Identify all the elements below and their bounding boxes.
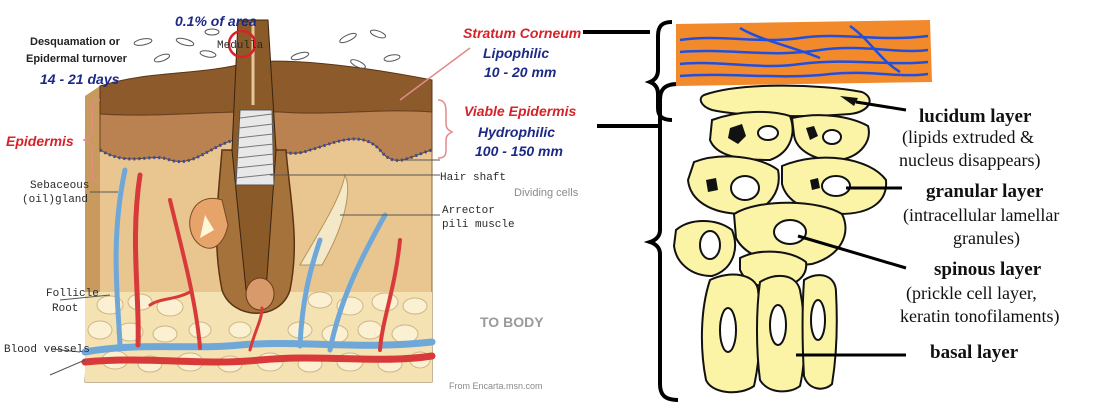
granular-cell-1 bbox=[710, 112, 793, 160]
granular-layer-desc-2: granules) bbox=[953, 228, 1020, 249]
to-body-label: TO BODY bbox=[480, 314, 544, 330]
basal-layer-name: basal layer bbox=[930, 342, 1019, 363]
stratum-corneum-thickness: 10 - 20 mm bbox=[484, 64, 556, 80]
granular-layer-name: granular layer bbox=[926, 181, 1044, 202]
lucidum-layer-desc-2: nucleus disappears) bbox=[899, 150, 1040, 171]
turnover-days: 14 - 21 days bbox=[40, 71, 120, 87]
arrector-label-line1: Arrector bbox=[442, 205, 495, 217]
granular-layer-desc-1: (intracellular lamellar bbox=[903, 205, 1059, 226]
medulla-label: Medulla bbox=[217, 40, 264, 52]
blood-vessels-label: Blood vessels bbox=[4, 344, 90, 356]
root-label: Root bbox=[52, 303, 78, 315]
arrector-label-line2: pili muscle bbox=[442, 219, 515, 231]
stratum-corneum-property: Lipophilic bbox=[483, 45, 549, 61]
spinous-layer-desc-2: keratin tonofilaments) bbox=[900, 306, 1059, 327]
sebaceous-label-line2: (oil)gland bbox=[22, 194, 88, 206]
follicle-label: Follicle bbox=[46, 288, 99, 300]
lucidum-layer-name: lucidum layer bbox=[919, 106, 1032, 127]
epidermis-layers-diagram: lucidum layer (lipids extruded & nucleus… bbox=[583, 20, 1059, 400]
lucidum-layer-desc-1: (lipids extruded & bbox=[902, 127, 1034, 148]
viable-epidermis-title: Viable Epidermis bbox=[464, 103, 577, 119]
hair-bulb bbox=[246, 278, 274, 310]
lucidum-cell bbox=[701, 86, 870, 116]
spinous-layer-desc-1: (prickle cell layer, bbox=[906, 283, 1037, 304]
area-label: 0.1% of area bbox=[175, 13, 257, 29]
desquamation-line1: Desquamation or bbox=[30, 36, 121, 48]
source-credit: From Encarta.msn.com bbox=[449, 381, 543, 391]
sebaceous-label-line1: Sebaceous bbox=[30, 180, 89, 192]
dividing-cells-label: Dividing cells bbox=[514, 187, 579, 199]
stratum-corneum-pointer bbox=[400, 48, 470, 100]
viable-epidermis-thickness: 100 - 150 mm bbox=[475, 143, 563, 159]
epidermis-label: Epidermis bbox=[6, 133, 74, 149]
desquamation-line2: Epidermal turnover bbox=[26, 53, 128, 65]
spinous-layer-name: spinous layer bbox=[934, 259, 1042, 280]
hair-shaft-label: Hair shaft bbox=[440, 172, 506, 184]
viable-epidermis-property: Hydrophilic bbox=[478, 124, 555, 140]
viable-epidermis-bracket bbox=[438, 100, 452, 158]
stratum-corneum-title: Stratum Corneum bbox=[463, 25, 581, 41]
